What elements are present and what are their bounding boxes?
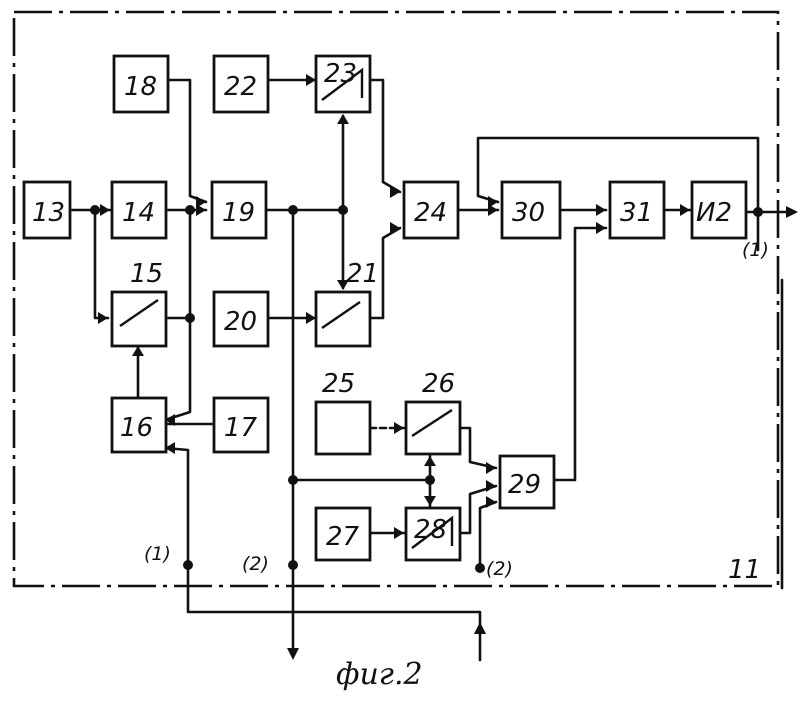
unit-11-label: 11 [728, 555, 761, 585]
port-label-bottom-1: (1) [144, 543, 171, 565]
block-32: И2 [692, 182, 746, 238]
block-14: 14 [112, 182, 166, 238]
block-21 [316, 292, 370, 346]
block-29: 29 [500, 456, 554, 508]
port-label-out-1: (1) [742, 239, 769, 261]
arrowheads [98, 74, 798, 660]
svg-text:13: 13 [32, 198, 65, 228]
svg-text:23: 23 [324, 59, 357, 89]
block-22: 22 [214, 56, 268, 112]
figure-caption: фиг.2 [336, 657, 423, 692]
svg-text:18: 18 [124, 72, 157, 102]
port-label-bottom-2b: (2) [486, 558, 513, 580]
svg-text:29: 29 [508, 470, 541, 500]
block-18: 18 [114, 56, 168, 112]
svg-text:14: 14 [122, 198, 155, 228]
block-30: 30 [502, 182, 560, 238]
block-15-label: 15 [130, 259, 163, 289]
block-27: 27 [316, 508, 370, 560]
block-21-label: 21 [346, 259, 379, 289]
block-31: 31 [610, 182, 664, 238]
block-25 [316, 402, 370, 454]
svg-text:24: 24 [414, 198, 447, 228]
block-15 [112, 292, 166, 346]
block-28: 28 [406, 508, 460, 560]
svg-text:22: 22 [224, 72, 257, 102]
svg-text:30: 30 [512, 198, 545, 228]
svg-text:19: 19 [222, 198, 255, 228]
block-25-label: 25 [322, 369, 355, 399]
port-label-bottom-2a: (2) [242, 553, 269, 575]
svg-text:31: 31 [620, 198, 653, 228]
svg-text:20: 20 [224, 307, 257, 337]
block-26-label: 26 [422, 369, 455, 399]
block-26 [406, 402, 460, 454]
svg-text:И2: И2 [696, 198, 732, 228]
block-19: 19 [212, 182, 266, 238]
svg-text:16: 16 [120, 413, 153, 443]
block-24: 24 [404, 182, 458, 238]
block-13: 13 [24, 182, 70, 238]
block-20: 20 [214, 292, 268, 346]
svg-text:17: 17 [224, 413, 258, 443]
block-16: 16 [112, 398, 166, 452]
block-17: 17 [214, 398, 268, 452]
svg-text:28: 28 [414, 515, 447, 545]
svg-text:27: 27 [326, 522, 360, 552]
block-23: 23 [316, 56, 370, 112]
